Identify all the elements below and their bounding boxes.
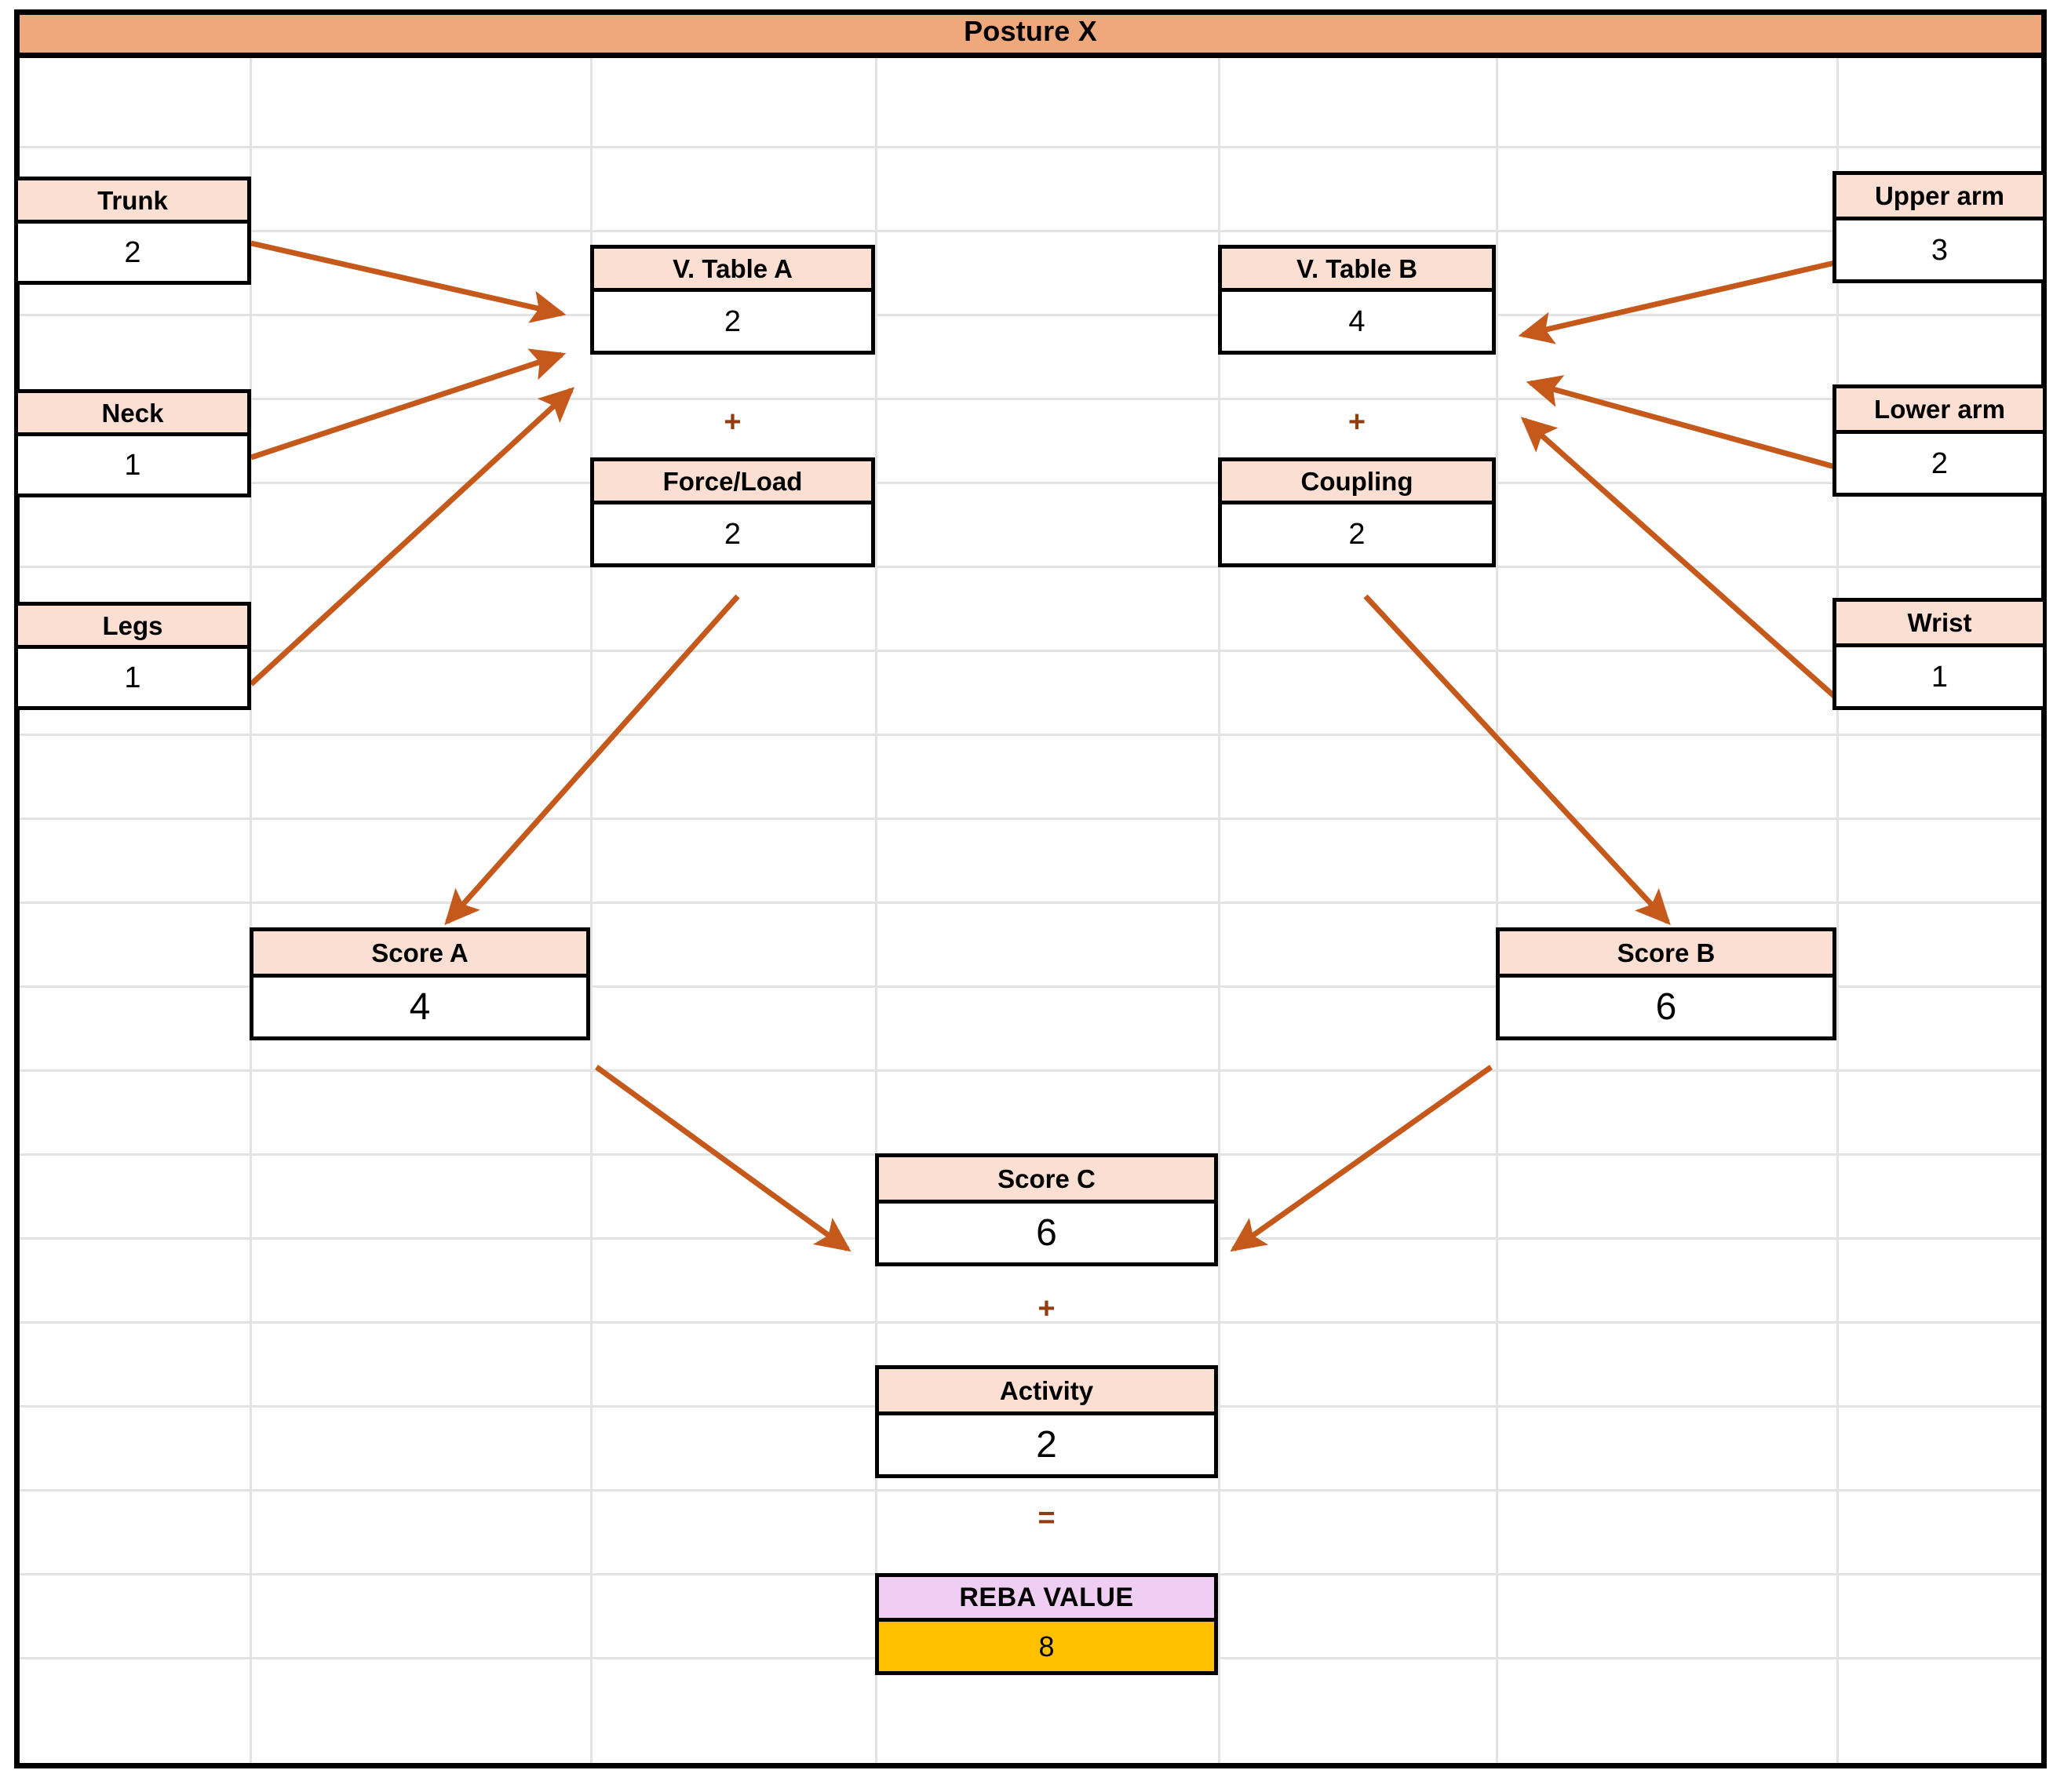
node-legs-value[interactable]: 1 xyxy=(14,649,251,710)
node-reba-value[interactable]: REBA VALUE 8 xyxy=(875,1573,1218,1675)
gridline-h xyxy=(14,146,2047,148)
gridline-v xyxy=(1496,58,1498,1768)
node-table-a-label: V. Table A xyxy=(590,245,875,292)
node-lower-arm[interactable]: Lower arm 2 xyxy=(1832,384,2047,497)
arrow-neck-to-table-a xyxy=(250,348,567,461)
gridline-h xyxy=(14,818,2047,820)
gridline-h xyxy=(14,985,2047,988)
arrow-coupling-to-score-b xyxy=(1363,594,1671,926)
node-wrist-label: Wrist xyxy=(1832,598,2047,647)
node-activity-label: Activity xyxy=(875,1365,1218,1415)
node-activity[interactable]: Activity 2 xyxy=(875,1365,1218,1478)
node-table-a-value[interactable]: 2 xyxy=(590,292,875,355)
gridline-h xyxy=(14,650,2047,652)
arrow-score-b-to-score-c xyxy=(1230,1065,1493,1252)
node-score-a-label: Score A xyxy=(250,927,590,978)
arrow-trunk-to-table-a xyxy=(250,240,567,323)
gridline-h xyxy=(14,1489,2047,1492)
node-legs-label: Legs xyxy=(14,602,251,649)
node-neck-value[interactable]: 1 xyxy=(14,436,251,497)
node-table-a[interactable]: V. Table A 2 xyxy=(590,245,875,355)
gridline-h xyxy=(14,398,2047,400)
node-table-b-value[interactable]: 4 xyxy=(1218,292,1496,355)
node-score-b-label: Score B xyxy=(1496,927,1836,978)
operator-plus-c: + xyxy=(1037,1292,1056,1325)
node-score-a[interactable]: Score A 4 xyxy=(250,927,590,1040)
gridline-v xyxy=(590,58,593,1768)
gridline-h xyxy=(14,734,2047,736)
node-score-c-value[interactable]: 6 xyxy=(875,1204,1218,1266)
node-table-b-label: V. Table B xyxy=(1218,245,1496,292)
gridline-h xyxy=(14,1069,2047,1072)
gridline-h xyxy=(14,230,2047,232)
arrow-score-a-to-score-c xyxy=(594,1065,851,1252)
operator-plus-b: + xyxy=(1347,406,1366,439)
node-upper-arm[interactable]: Upper arm 3 xyxy=(1832,171,2047,283)
arrow-legs-to-table-a xyxy=(249,387,575,687)
node-reba-result-value[interactable]: 8 xyxy=(875,1622,1218,1675)
node-reba-label: REBA VALUE xyxy=(875,1573,1218,1622)
node-coupling-label: Coupling xyxy=(1218,457,1496,504)
arrow-lower-arm-to-table-b xyxy=(1526,375,1836,470)
arrow-upper-arm-to-table-b xyxy=(1518,260,1836,344)
gridline-v xyxy=(250,58,252,1768)
gridline-h xyxy=(14,901,2047,904)
node-score-c[interactable]: Score C 6 xyxy=(875,1153,1218,1266)
node-lower-arm-value[interactable]: 2 xyxy=(1832,434,2047,497)
node-score-c-label: Score C xyxy=(875,1153,1218,1204)
node-wrist[interactable]: Wrist 1 xyxy=(1832,598,2047,710)
node-force-load[interactable]: Force/Load 2 xyxy=(590,457,875,567)
arrow-force-load-to-score-a xyxy=(444,594,740,926)
operator-equals: = xyxy=(1037,1502,1056,1535)
node-upper-arm-value[interactable]: 3 xyxy=(1832,220,2047,283)
node-trunk[interactable]: Trunk 2 xyxy=(14,177,251,285)
gridline-v xyxy=(1836,58,1839,1768)
node-table-b[interactable]: V. Table B 4 xyxy=(1218,245,1496,355)
node-score-b-value[interactable]: 6 xyxy=(1496,978,1836,1040)
node-coupling-value[interactable]: 2 xyxy=(1218,504,1496,567)
node-score-a-value[interactable]: 4 xyxy=(250,978,590,1040)
node-force-load-value[interactable]: 2 xyxy=(590,504,875,567)
node-force-load-label: Force/Load xyxy=(590,457,875,504)
node-neck[interactable]: Neck 1 xyxy=(14,389,251,497)
node-lower-arm-label: Lower arm xyxy=(1832,384,2047,434)
node-trunk-value[interactable]: 2 xyxy=(14,224,251,285)
gridline-h xyxy=(14,314,2047,316)
gridline-v xyxy=(875,58,877,1768)
node-score-b[interactable]: Score B 6 xyxy=(1496,927,1836,1040)
node-wrist-value[interactable]: 1 xyxy=(1832,647,2047,710)
arrow-wrist-to-table-b xyxy=(1520,417,1837,699)
node-upper-arm-label: Upper arm xyxy=(1832,171,2047,220)
gridline-h xyxy=(14,1321,2047,1324)
node-trunk-label: Trunk xyxy=(14,177,251,224)
gridline-h xyxy=(14,482,2047,484)
gridline-h xyxy=(14,566,2047,568)
node-neck-label: Neck xyxy=(14,389,251,436)
node-activity-value[interactable]: 2 xyxy=(875,1415,1218,1478)
gridline-v xyxy=(1218,58,1220,1768)
node-coupling[interactable]: Coupling 2 xyxy=(1218,457,1496,567)
node-legs[interactable]: Legs 1 xyxy=(14,602,251,710)
page-title: Posture X xyxy=(14,9,2047,58)
operator-plus-a: + xyxy=(724,406,742,439)
